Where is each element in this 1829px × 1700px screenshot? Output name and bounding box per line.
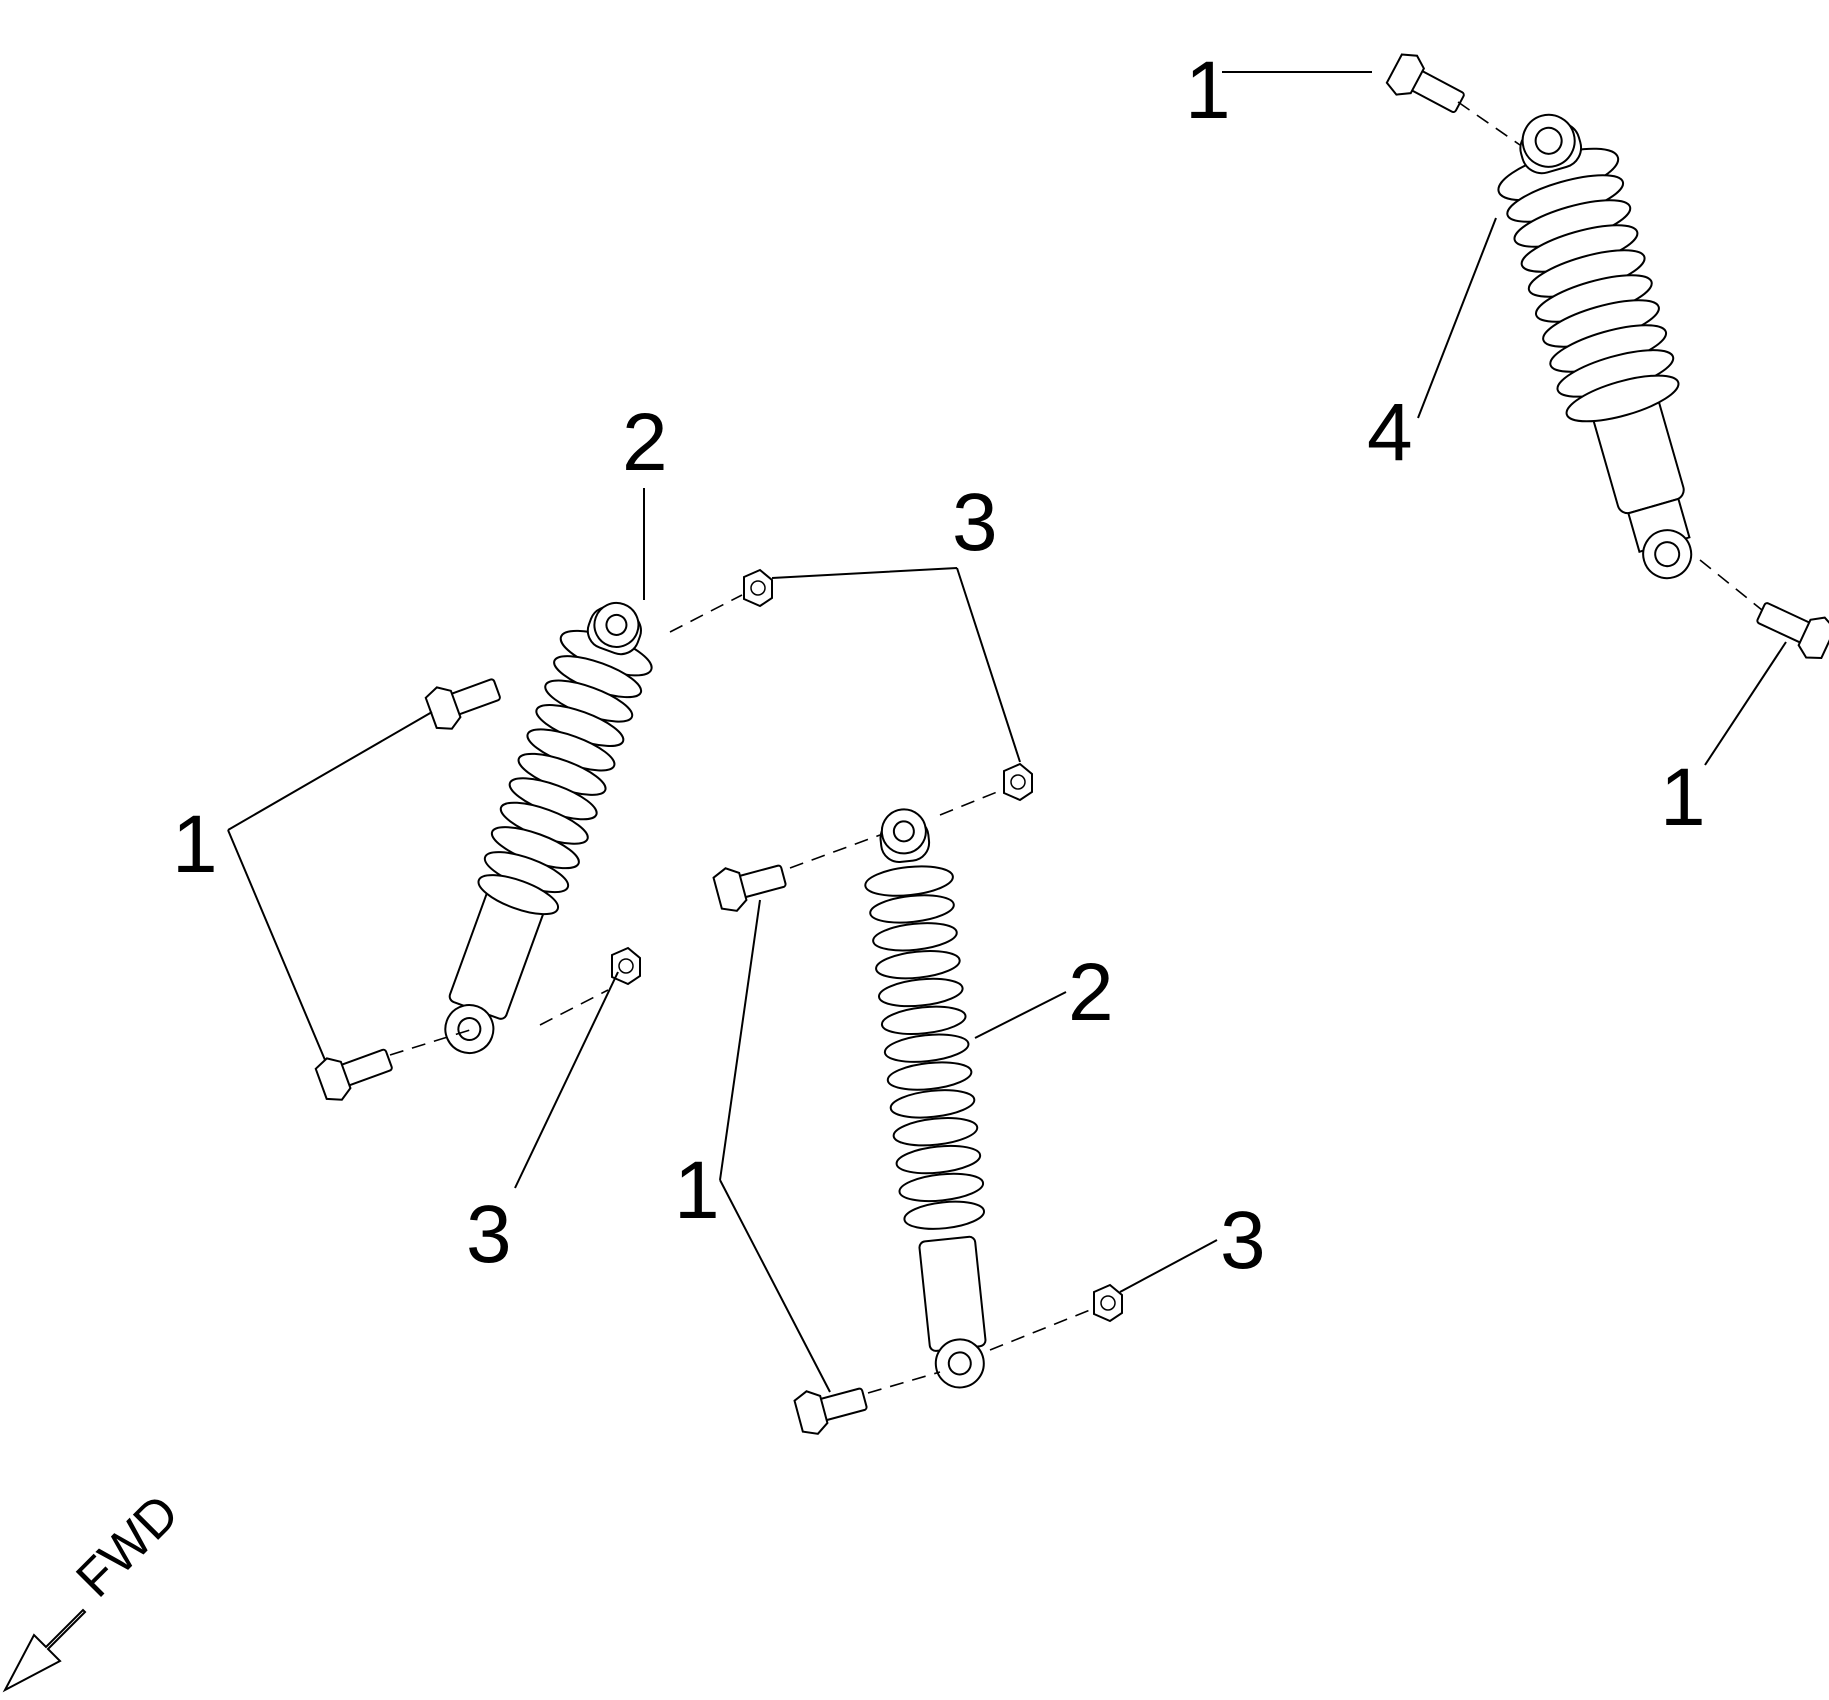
callout-3-bottom: 3 <box>1220 1195 1266 1286</box>
callout-3-left-lower: 3 <box>466 1189 512 1280</box>
bolt-center-upper <box>712 864 787 912</box>
front-shock-absorber-center <box>864 808 987 1389</box>
rear-shock-absorber <box>1497 113 1693 580</box>
callout-2-left: 2 <box>622 397 668 488</box>
bolt-right-lower <box>1756 602 1829 659</box>
front-shock-absorber-left <box>444 601 653 1055</box>
callout-1-center: 1 <box>674 1145 720 1236</box>
fwd-arrow-icon <box>2 1608 87 1693</box>
bolt-left-lower <box>314 1048 393 1101</box>
callout-1-top: 1 <box>1185 45 1231 136</box>
nut-left-upper <box>743 568 773 608</box>
front-shock-spring-left <box>477 629 653 916</box>
bolt-center-lower <box>793 1387 868 1435</box>
nut-center-lower <box>1093 1283 1123 1323</box>
callout-2-center: 2 <box>1068 947 1114 1038</box>
leader-lines <box>227 71 1787 1393</box>
fwd-label: FWD <box>65 1484 190 1609</box>
callout-4: 4 <box>1367 387 1413 478</box>
nut-center-upper <box>1003 762 1033 802</box>
rear-shock-spring <box>1497 147 1680 423</box>
callout-1-right: 1 <box>1660 752 1706 843</box>
nut-left-lower <box>611 946 641 986</box>
bolt-top-right <box>1385 53 1465 114</box>
front-shock-spring-center <box>864 865 986 1230</box>
callout-3-top: 3 <box>952 477 998 568</box>
bolt-left-upper <box>424 678 501 730</box>
callout-1-left: 1 <box>172 799 218 890</box>
fwd-direction-indicator: FWD <box>2 1484 190 1693</box>
